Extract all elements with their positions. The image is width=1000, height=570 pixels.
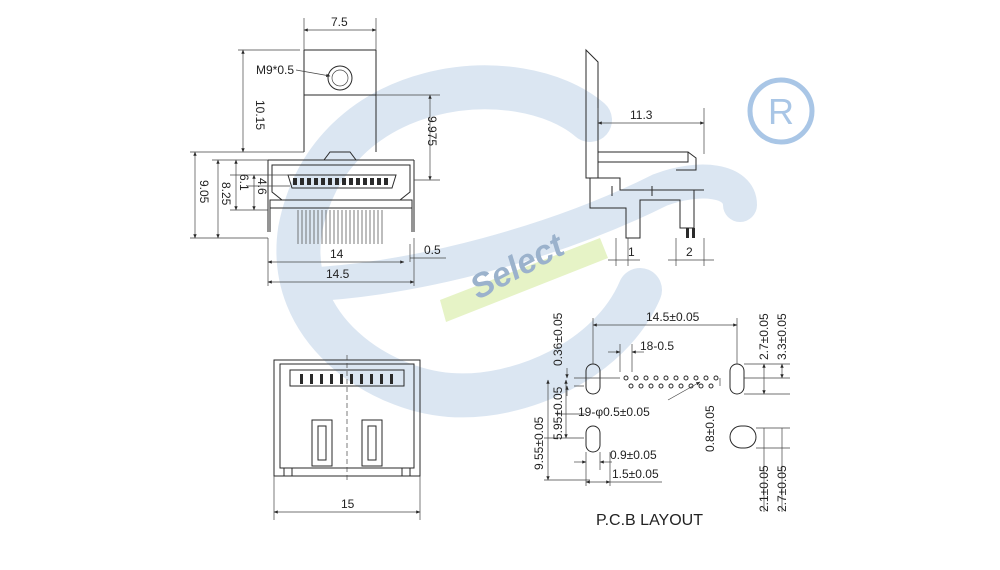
pcb-slot-left-bottom <box>585 425 601 453</box>
contact-row <box>293 178 388 185</box>
dim-thread: M9*0.5 <box>256 63 294 77</box>
dim-pin-1: 1 <box>628 245 635 259</box>
registered-mark-circle <box>747 77 815 145</box>
pcb-layout-title: P.C.B LAYOUT <box>596 512 703 529</box>
dim-h-6-1: 6.1 <box>237 174 251 191</box>
pcb-dim-holes: 19-φ0.5±0.05 <box>578 405 650 419</box>
dim-width-14: 14 <box>330 247 344 261</box>
dim-depth: 11.3 <box>630 108 653 122</box>
front-view: 15 <box>273 355 421 520</box>
watermark-band <box>440 238 608 322</box>
pcb-dim-slot-0-8: 0.8±0.05 <box>703 405 717 452</box>
pcb-dim-slot-0-9: 0.9±0.05 <box>610 448 657 462</box>
dim-offset: 0.5 <box>424 243 441 257</box>
pcb-dim-right-2-7-bottom: 2.7±0.05 <box>775 465 789 512</box>
dim-h-9-05: 9.05 <box>197 180 211 204</box>
side-view: 7.5 M9*0.5 10.15 9.975 9.05 8.25 6.1 4.6… <box>190 15 446 286</box>
dim-pin-2: 2 <box>686 245 693 259</box>
dim-tab-to-body: 9.975 <box>425 116 439 146</box>
pcb-dim-slot-1-5: 1.5±0.05 <box>612 467 659 481</box>
dim-front-width: 15 <box>341 497 355 511</box>
pcb-layout: 14.5±0.05 18-0.5 19-φ0.5±0.05 0.36±0.05 … <box>532 310 790 529</box>
dim-width-14-5: 14.5 <box>326 267 350 281</box>
registered-mark-letter: R <box>768 91 794 132</box>
watermark-ring <box>276 65 662 418</box>
front-contacts <box>300 374 393 384</box>
pcb-dim-right-3-3: 3.3±0.05 <box>775 313 789 360</box>
profile-view: 11.3 1 2 <box>585 48 714 266</box>
pcb-dim-pitch: 18-0.5 <box>640 339 674 353</box>
dim-h-4-6: 4.6 <box>255 178 269 195</box>
pcb-dim-right-2-7-top: 2.7±0.05 <box>757 313 771 360</box>
pcb-dim-right-2-1: 2.1±0.05 <box>757 465 771 512</box>
pcb-dim-pad-offset: 0.36±0.05 <box>551 312 565 366</box>
pcb-hole-array <box>623 375 719 389</box>
pcb-slot-right-top <box>729 363 745 395</box>
pin-row <box>297 210 383 244</box>
watermark: Select R <box>276 65 815 418</box>
watermark-swoosh <box>283 164 757 302</box>
pcb-dim-row-9-55: 9.55±0.05 <box>532 416 546 470</box>
dim-tab-height: 10.15 <box>253 100 267 130</box>
dim-top-width: 7.5 <box>331 15 348 29</box>
pcb-dim-row-5-95: 5.95±0.05 <box>551 386 565 440</box>
dim-h-8-25: 8.25 <box>219 182 233 206</box>
pcb-slot-right-bottom <box>729 425 757 449</box>
pcb-dim-span: 14.5±0.05 <box>646 310 700 324</box>
